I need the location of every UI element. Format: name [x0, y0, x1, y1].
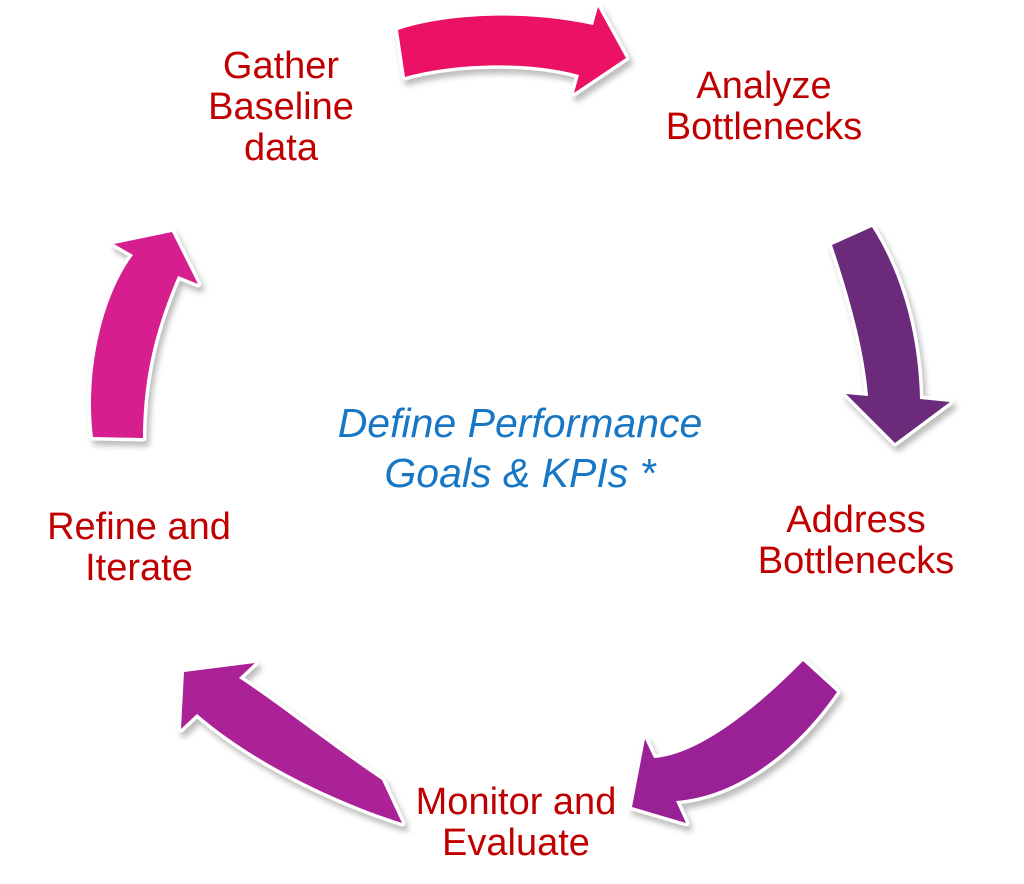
arrow-address-to-monitor — [628, 657, 841, 827]
step-label-refine-and-iterate: Refine and Iterate — [47, 506, 231, 590]
arrow-monitor-to-refine — [177, 659, 406, 827]
center-label-define-performance-goals: Define Performance Goals & KPIs * — [337, 400, 703, 497]
step-label-gather-baseline-data: Gather Baseline data — [208, 45, 354, 170]
step-label-monitor-and-evaluate: Monitor and Evaluate — [415, 781, 617, 865]
arrow-analyze-to-address — [828, 223, 954, 447]
curved-arrow-right-icon — [394, 3, 630, 97]
arrow-refine-to-gather — [87, 228, 202, 442]
curved-arrow-up-left-icon — [177, 659, 406, 827]
curved-arrow-down-icon — [828, 223, 954, 447]
curved-arrow-up-icon — [87, 228, 202, 442]
step-label-address-bottlenecks: Address Bottlenecks — [757, 499, 955, 583]
step-label-analyze-bottlenecks: Analyze Bottlenecks — [665, 65, 863, 149]
arrow-gather-to-analyze — [394, 3, 630, 97]
curved-arrow-down-left-icon — [628, 657, 841, 827]
